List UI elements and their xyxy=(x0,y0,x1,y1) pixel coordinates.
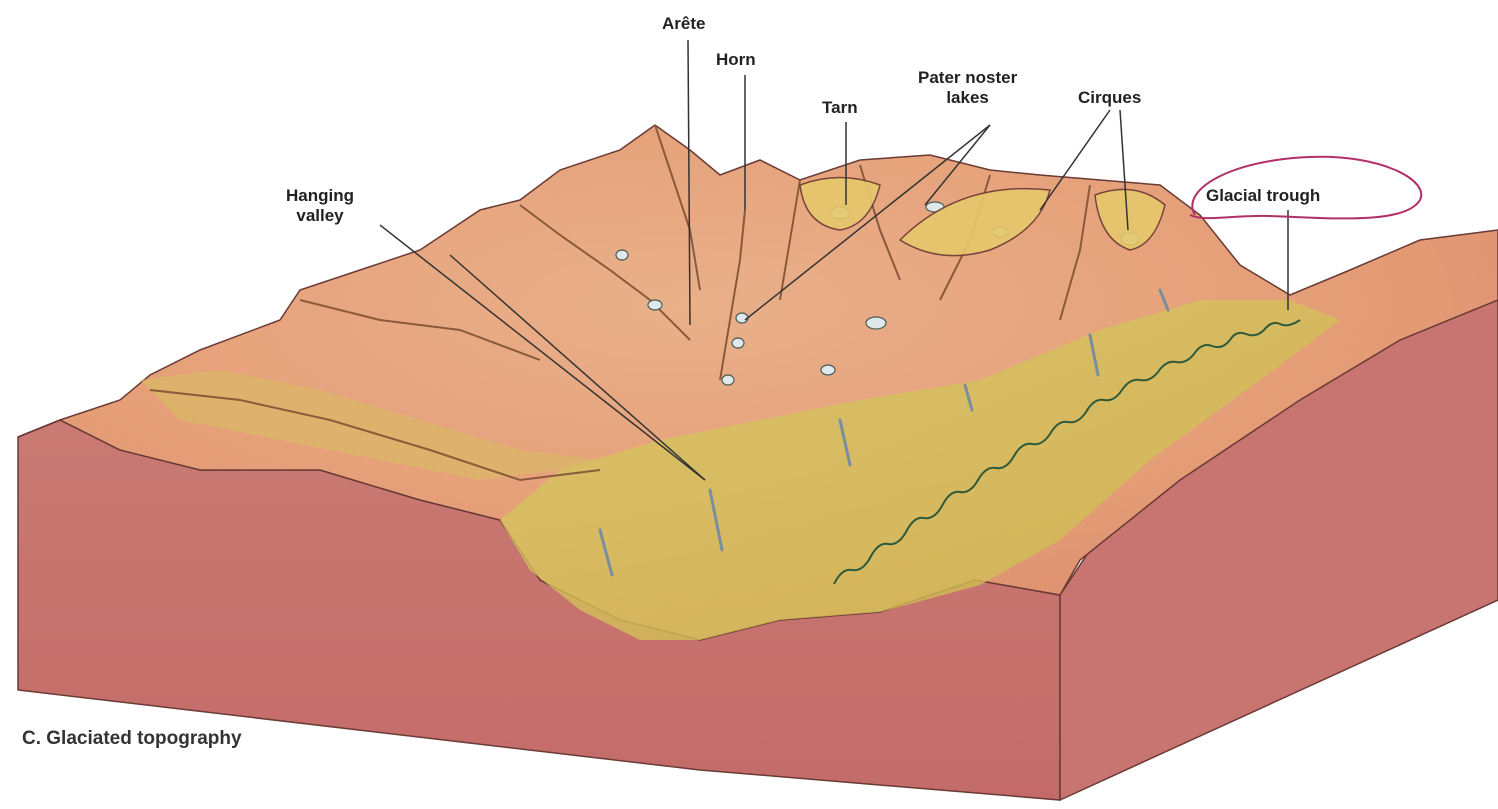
label-cirques: Cirques xyxy=(1078,88,1141,108)
label-paternoster: Pater noster lakes xyxy=(918,68,1017,108)
diagram-caption: C. Glaciated topography xyxy=(22,728,242,750)
label-paternoster-line1: Pater noster xyxy=(918,68,1017,88)
label-hanging-line2: valley xyxy=(286,206,354,226)
lake-small-2 xyxy=(821,365,835,375)
label-horn: Horn xyxy=(716,50,756,70)
label-arete: Arête xyxy=(662,14,705,34)
paternoster-lake-4 xyxy=(722,375,734,385)
label-paternoster-line2: lakes xyxy=(918,88,1017,108)
paternoster-lake-3 xyxy=(732,338,744,348)
lake-small-3 xyxy=(648,300,662,310)
lake-small-1 xyxy=(866,317,886,329)
label-glacial-trough: Glacial trough xyxy=(1206,186,1320,206)
label-hanging-line1: Hanging xyxy=(286,186,354,206)
label-hanging-valley: Hanging valley xyxy=(286,186,354,226)
lake-small-4 xyxy=(616,250,628,260)
paternoster-lake-2 xyxy=(736,313,748,323)
label-tarn: Tarn xyxy=(822,98,858,118)
